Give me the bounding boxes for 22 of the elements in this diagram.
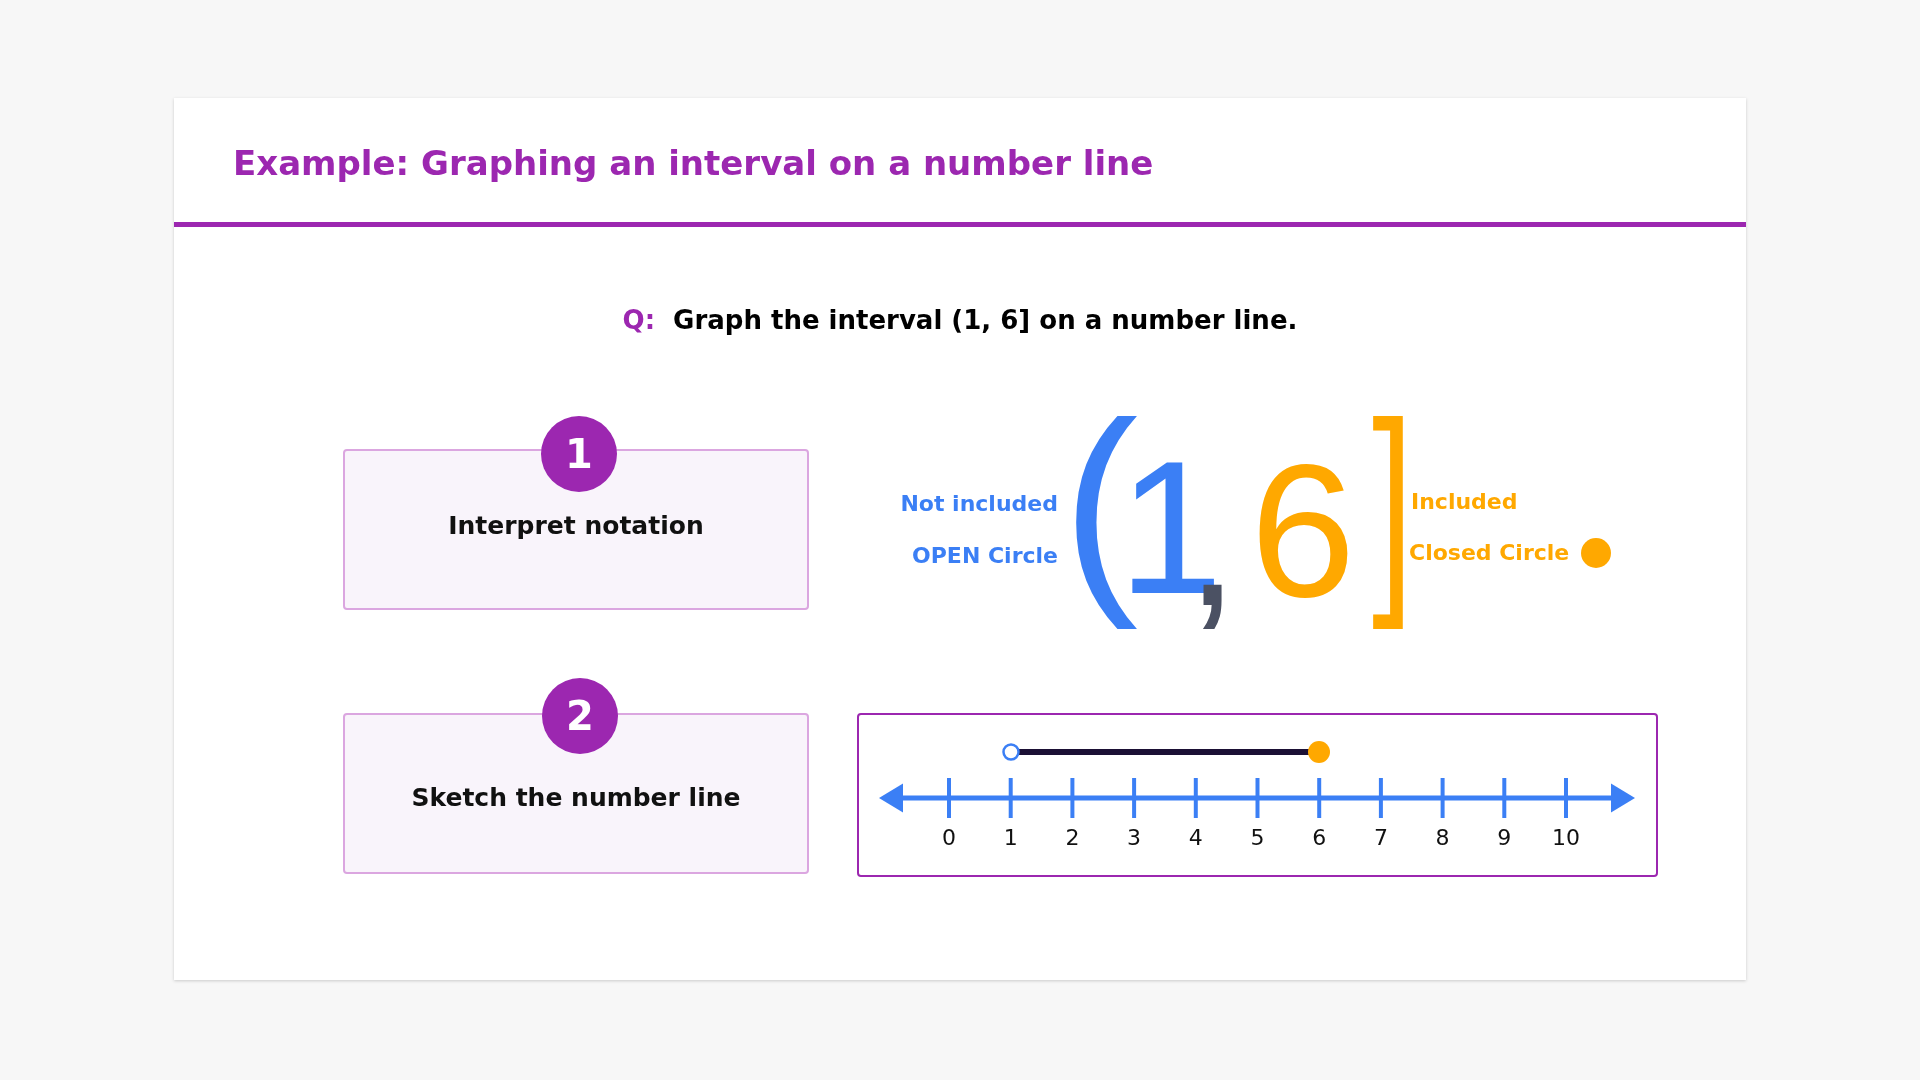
tick-label: 6	[1311, 825, 1328, 851]
interval-endpoint: 6	[1250, 423, 1356, 638]
tick-label: 8	[1434, 825, 1451, 851]
tick-label: 3	[1126, 825, 1143, 851]
tick-label: 7	[1372, 825, 1389, 851]
annotation-text: OPEN Circle	[912, 542, 1058, 570]
number-line-panel	[857, 713, 1658, 877]
step-title: Interpret notation	[447, 510, 705, 542]
question-prefix: Q:	[622, 304, 656, 337]
comma: ,	[1186, 433, 1239, 647]
question-text: Graph the interval (1, 6] on a number line.	[673, 304, 1298, 337]
step-title: Sketch the number line	[410, 782, 742, 814]
tick-label: 10	[1551, 825, 1581, 851]
tick-label: 5	[1249, 825, 1266, 851]
tick-label: 0	[941, 825, 957, 851]
tick-label: 4	[1187, 825, 1204, 851]
annotation-text: Included	[1411, 488, 1518, 516]
slide-title: Example: Graphing an interval on a number line	[233, 142, 1154, 185]
tick-label: 2	[1064, 825, 1081, 851]
annotation-text: Not included	[900, 490, 1058, 518]
tick-label: 9	[1496, 825, 1513, 851]
tick-label: 1	[1002, 825, 1019, 851]
